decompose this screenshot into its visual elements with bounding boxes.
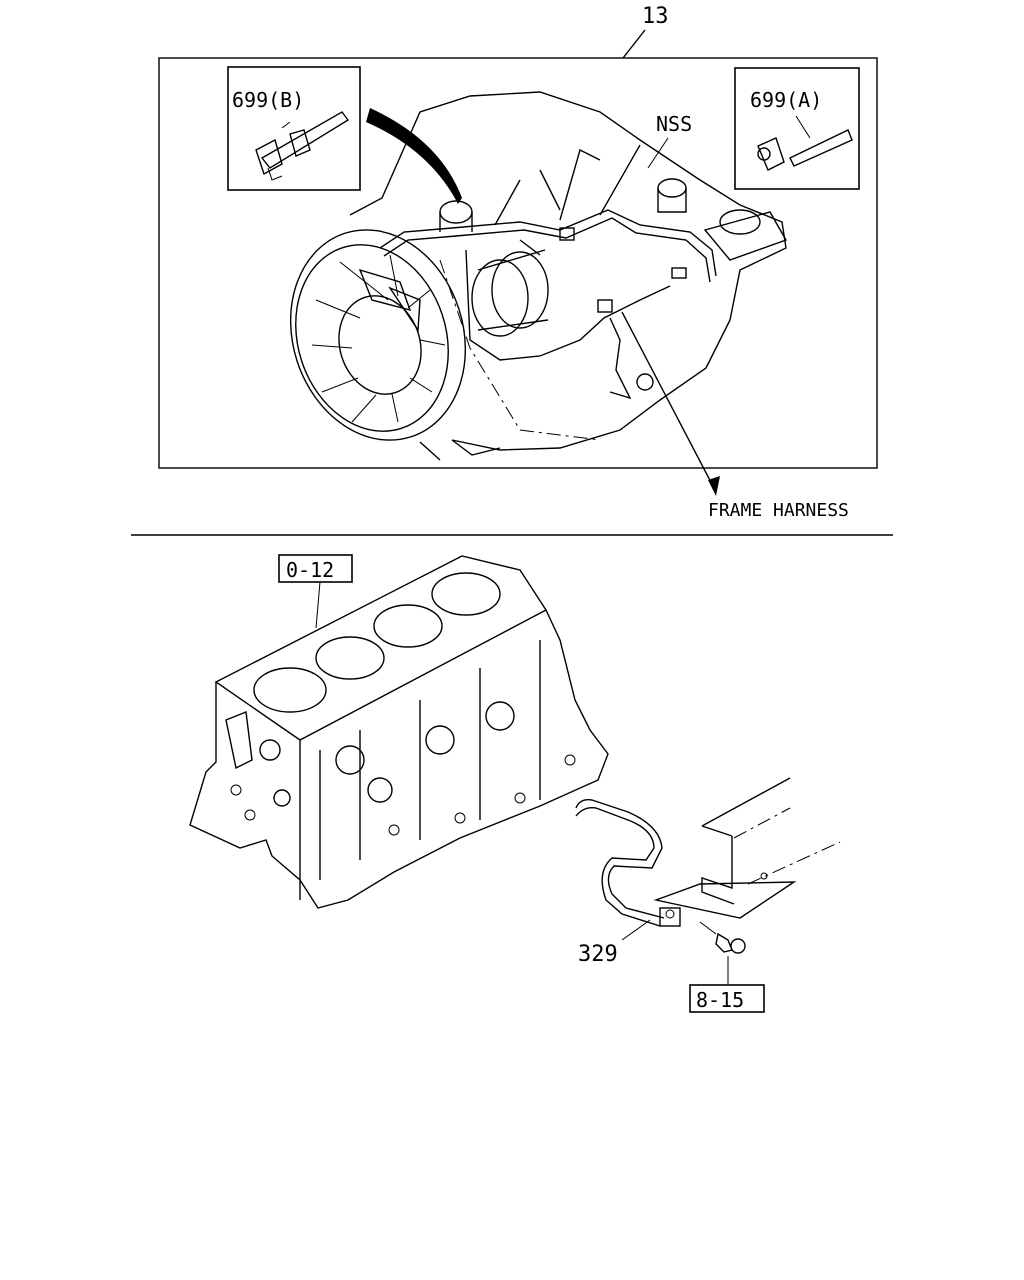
engine-illustration [289,91,788,461]
bolt-ref-box [689,984,765,1013]
cylinder-block-illustration [189,555,609,909]
block-ref-box [278,554,353,583]
ground-cable-illustration [575,798,681,927]
clip-b-label: 699(B) [232,88,304,112]
clip-b-inset: 699(B) [227,66,361,191]
clip-a-label: 699(A) [750,88,822,112]
bolt-illustration [699,921,746,954]
bolt-ref-label: 8-15 [696,988,744,1012]
frame-harness-label: FRAME HARNESS [708,500,849,521]
block-ref-label: 0-12 [286,558,334,582]
assembly-ref-label: 13 [642,4,669,29]
frame-rail-illustration [653,777,841,919]
ground-cable-label: 329 [578,942,618,967]
engine-harness-panel: 13 [158,4,878,521]
clip-a-inset: 699(A) [734,67,860,190]
cylinder-block-panel: 0-12 [189,554,841,1013]
nss-label: NSS [656,112,692,136]
frame-harness-arrow [621,311,720,496]
harness-frame [158,57,878,469]
